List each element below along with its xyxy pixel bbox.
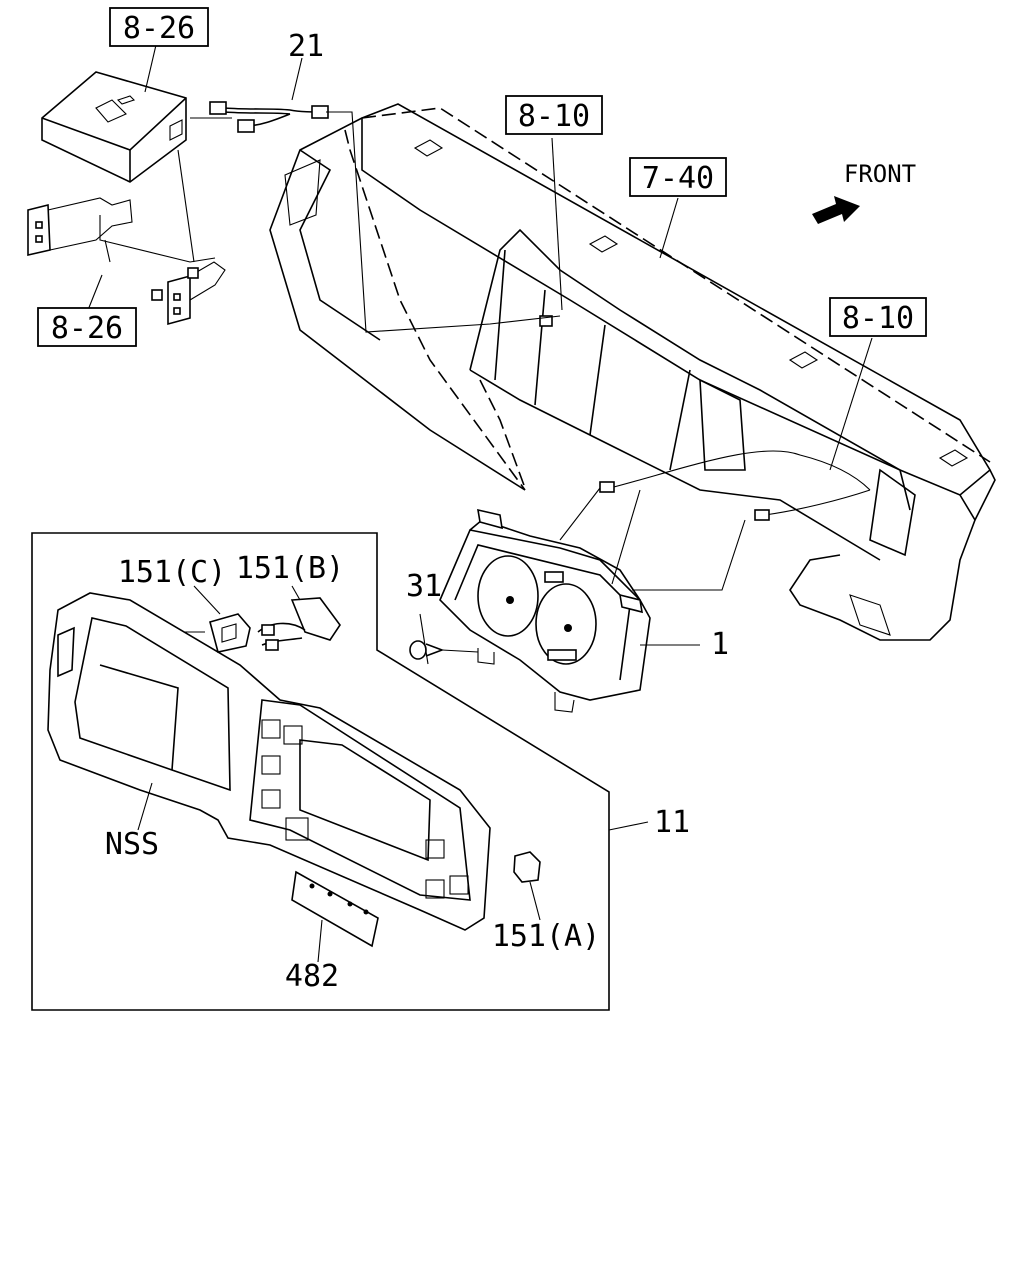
meter-cluster xyxy=(439,508,651,713)
leader-lines xyxy=(87,44,873,471)
switch-151c xyxy=(185,585,251,653)
callout-8-26-top: 8-26 xyxy=(109,7,209,47)
part-label-151b: 151(B) xyxy=(236,551,344,586)
bezel-group-box xyxy=(31,532,649,1011)
callout-8-10-right: 8-10 xyxy=(829,297,927,337)
part-label-11: 11 xyxy=(654,805,690,840)
callout-label: 8-26 xyxy=(123,11,195,46)
callout-label: 8-26 xyxy=(51,311,123,346)
part-label-151c: 151(C) xyxy=(118,555,226,590)
callout-label: 7-40 xyxy=(642,161,714,196)
plate-482 xyxy=(291,870,379,963)
wiring-harness xyxy=(209,101,329,133)
front-indicator: FRONT xyxy=(812,160,916,224)
part-label-21: 21 xyxy=(288,29,324,64)
front-label: FRONT xyxy=(844,160,916,188)
callout-8-26-bottom: 8-26 xyxy=(37,307,137,347)
part-label-482: 482 xyxy=(285,959,339,994)
callout-label: 8-10 xyxy=(518,99,590,134)
callout-7-40: 7-40 xyxy=(629,157,727,197)
front-arrow-icon xyxy=(812,196,860,224)
part-label-31: 31 xyxy=(406,569,442,604)
callout-8-10-top: 8-10 xyxy=(505,95,603,135)
switch-151b xyxy=(257,585,341,651)
instrument-panel xyxy=(269,103,996,641)
mounting-bracket xyxy=(27,197,226,326)
part-label-151a: 151(A) xyxy=(492,919,600,954)
screw xyxy=(409,613,479,665)
part-label-nss: NSS xyxy=(105,827,159,862)
cluster-leaders xyxy=(559,487,746,646)
callout-label: 8-10 xyxy=(842,301,914,336)
nss-leader xyxy=(137,782,153,831)
switch-151a xyxy=(513,851,541,921)
control-unit xyxy=(41,71,187,183)
cluster-bezel xyxy=(47,592,491,931)
part-label-1: 1 xyxy=(711,627,729,662)
